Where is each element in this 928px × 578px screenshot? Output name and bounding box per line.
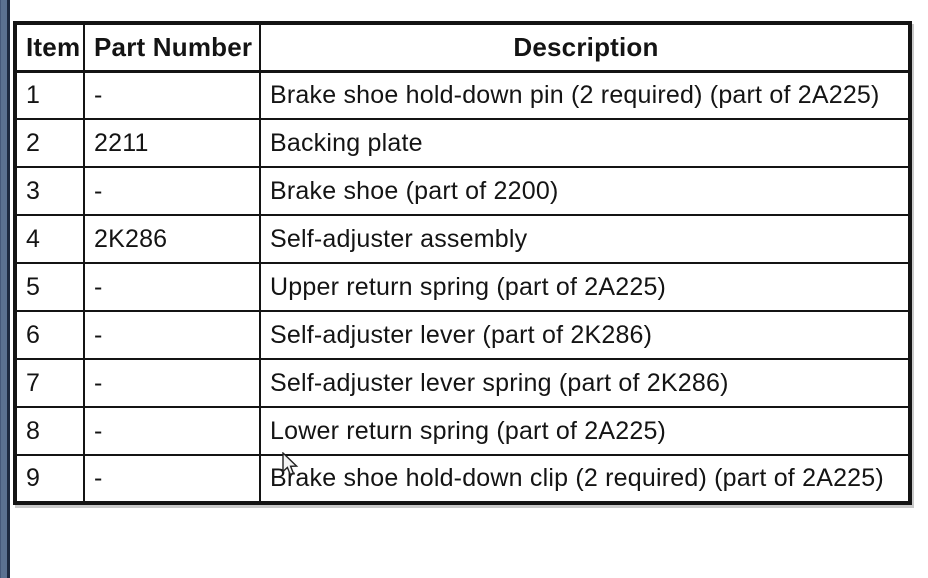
item-cell: 4 — [14, 214, 85, 264]
description-cell: Brake shoe (part of 2200) — [259, 166, 911, 216]
item-cell: 6 — [14, 310, 85, 360]
column-header-part-number: Part Number — [83, 22, 261, 73]
part-number-cell: - — [83, 310, 261, 360]
item-cell: 9 — [14, 454, 85, 504]
part-number-cell: - — [83, 358, 261, 408]
description-cell: Brake shoe hold-down clip (2 required) (… — [259, 454, 911, 504]
table-row: 3-Brake shoe (part of 2200) — [14, 166, 911, 216]
item-cell: 8 — [14, 406, 85, 456]
part-number-cell: - — [83, 166, 261, 216]
description-cell: Brake shoe hold-down pin (2 required) (p… — [259, 70, 911, 120]
table-row: 9-Brake shoe hold-down clip (2 required)… — [14, 454, 911, 504]
table-row: 6-Self-adjuster lever (part of 2K286) — [14, 310, 911, 360]
column-header-description: Description — [259, 22, 911, 73]
part-number-cell: 2K286 — [83, 214, 261, 264]
description-cell: Self-adjuster lever spring (part of 2K28… — [259, 358, 911, 408]
item-cell: 5 — [14, 262, 85, 312]
column-header-item: Item — [14, 22, 85, 73]
table-row: 8-Lower return spring (part of 2A225) — [14, 406, 911, 456]
description-cell: Upper return spring (part of 2A225) — [259, 262, 911, 312]
window-left-edge-bar — [0, 0, 10, 578]
table-row: 5-Upper return spring (part of 2A225) — [14, 262, 911, 312]
item-cell: 2 — [14, 118, 85, 168]
item-cell: 1 — [14, 70, 85, 120]
parts-table: Item Part Number Description 1-Brake sho… — [13, 21, 912, 505]
description-cell: Self-adjuster assembly — [259, 214, 911, 264]
item-cell: 7 — [14, 358, 85, 408]
description-cell: Self-adjuster lever (part of 2K286) — [259, 310, 911, 360]
table-row: 1-Brake shoe hold-down pin (2 required) … — [14, 70, 911, 120]
description-cell: Backing plate — [259, 118, 911, 168]
description-cell: Lower return spring (part of 2A225) — [259, 406, 911, 456]
part-number-cell: - — [83, 454, 261, 504]
part-number-cell: - — [83, 406, 261, 456]
part-number-cell: - — [83, 262, 261, 312]
part-number-cell: 2211 — [83, 118, 261, 168]
table-row: 7-Self-adjuster lever spring (part of 2K… — [14, 358, 911, 408]
table-header-row: Item Part Number Description — [14, 22, 911, 73]
part-number-cell: - — [83, 70, 261, 120]
item-cell: 3 — [14, 166, 85, 216]
